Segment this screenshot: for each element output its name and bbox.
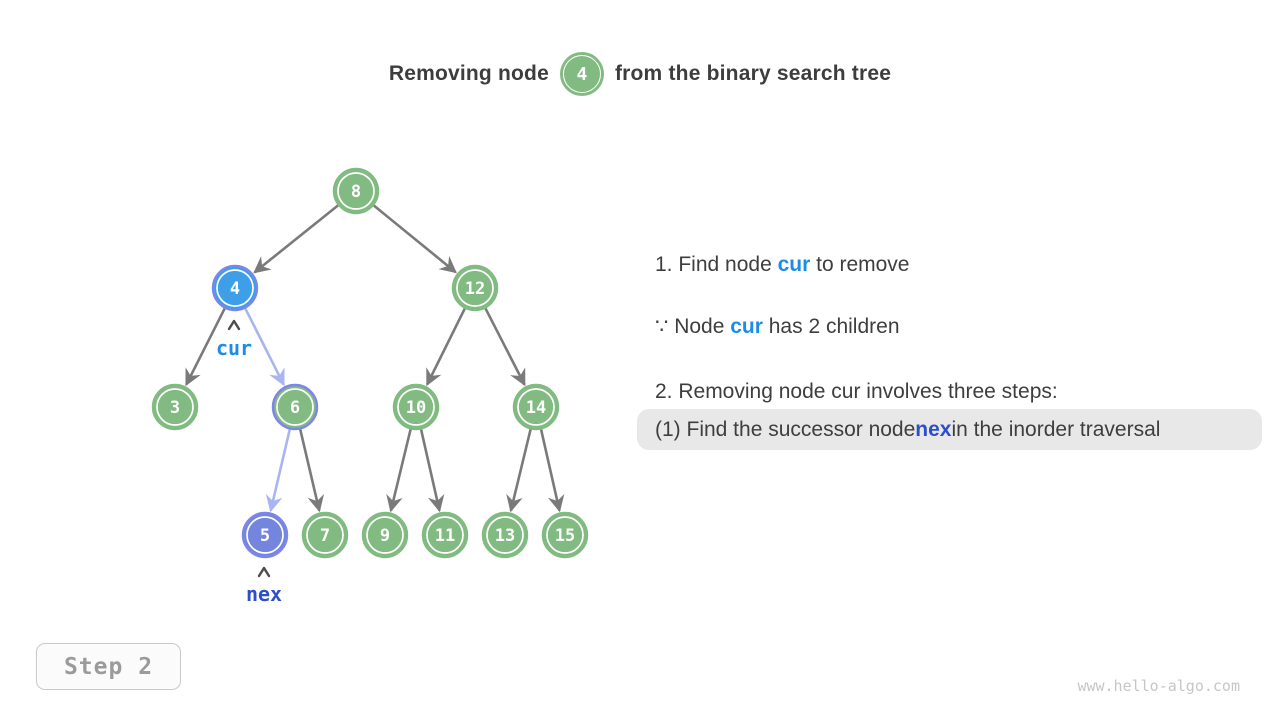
tree-node-8: 8 <box>332 167 380 215</box>
line4-text: (1) Find the successor node <box>655 417 916 441</box>
title-prefix: Removing node <box>388 62 549 85</box>
tree-node-value: 9 <box>380 526 390 546</box>
nex-keyword: nex <box>915 417 952 441</box>
instruction-line-2: ∵ Node cur has 2 children <box>655 313 900 341</box>
title-node-circle: 4 <box>559 52 604 96</box>
tree-node-value: 12 <box>465 279 485 299</box>
tree-node-7: 7 <box>301 511 349 559</box>
step-badge: Step 2 <box>36 643 181 690</box>
tree-edge-10-9 <box>386 429 412 513</box>
line3-text: 2. Removing node cur involves three step… <box>655 380 1058 403</box>
line1-text: 1. Find node <box>655 253 778 276</box>
instruction-line-3: 2. Removing node cur involves three step… <box>655 378 1058 406</box>
line4-text-tail: in the inorder traversal <box>951 417 1161 441</box>
tree-node-9: 9 <box>361 511 409 559</box>
tree-node-value: 7 <box>320 526 330 546</box>
title-suffix: from the binary search tree <box>614 62 892 85</box>
tree-node-value: 14 <box>526 398 546 418</box>
tree-node-value: 15 <box>555 526 575 546</box>
tree-edge-12-14 <box>484 307 526 387</box>
step-badge-label: Step 2 <box>63 653 154 680</box>
tree-node-6: 6 <box>271 383 319 431</box>
tree-pointers: cur nex <box>216 319 282 606</box>
tree-node-14: 14 <box>512 383 560 431</box>
tree-nodes: 8 4 12 3 6 10 14 5 7 9 11 13 15 <box>151 167 589 559</box>
tree-edge-12-10 <box>425 308 466 387</box>
tree-edge-4-3 <box>185 307 226 387</box>
tree-edge-8-4 <box>253 204 339 274</box>
cur-pointer-label: cur <box>216 336 252 360</box>
watermark: www.hello-algo.com <box>1077 677 1240 695</box>
tree-edge-14-13 <box>506 429 532 513</box>
tree-edge-6-5 <box>265 429 292 513</box>
tree-edge-14-15 <box>539 429 565 513</box>
tree-edge-4-6 <box>244 307 285 387</box>
tree-edge-8-12 <box>373 204 457 274</box>
cur-keyword: cur <box>777 253 811 276</box>
tree-node-value: 3 <box>170 398 180 418</box>
tree-node-value: 6 <box>290 398 300 418</box>
nex-pointer-caret-icon <box>257 566 271 578</box>
line2-text-tail: has 2 children <box>762 315 900 338</box>
highlighted-step-line: (1) Find the successor node nex in the i… <box>637 409 1262 450</box>
cur-pointer-caret-icon <box>227 319 241 331</box>
line1-text-tail: to remove <box>810 253 910 276</box>
tree-edges <box>185 204 565 513</box>
tree-node-12: 12 <box>451 264 499 312</box>
nex-pointer-label: nex <box>246 582 282 606</box>
tree-node-13: 13 <box>481 511 529 559</box>
tree-node-5: 5 <box>241 511 289 559</box>
tree-node-value: 11 <box>435 526 455 546</box>
tree-edge-6-7 <box>298 429 325 513</box>
figure-title: Removing node 4 from the binary search t… <box>0 50 1280 98</box>
cur-keyword: cur <box>730 315 763 338</box>
tree-node-3: 3 <box>151 383 199 431</box>
tree-node-value: 5 <box>260 526 270 546</box>
tree-edge-10-11 <box>419 429 445 513</box>
tree-node-value: 13 <box>495 526 515 546</box>
tree-node-4: 4 <box>211 264 259 312</box>
tree-node-10: 10 <box>392 383 440 431</box>
line2-text: ∵ Node <box>655 315 731 338</box>
tree-node-value: 8 <box>351 182 361 202</box>
tree-node-15: 15 <box>541 511 589 559</box>
instruction-line-1: 1. Find node cur to remove <box>655 251 910 279</box>
tree-node-value: 10 <box>406 398 426 418</box>
tree-node-value: 4 <box>230 279 240 299</box>
tree-node-11: 11 <box>421 511 469 559</box>
